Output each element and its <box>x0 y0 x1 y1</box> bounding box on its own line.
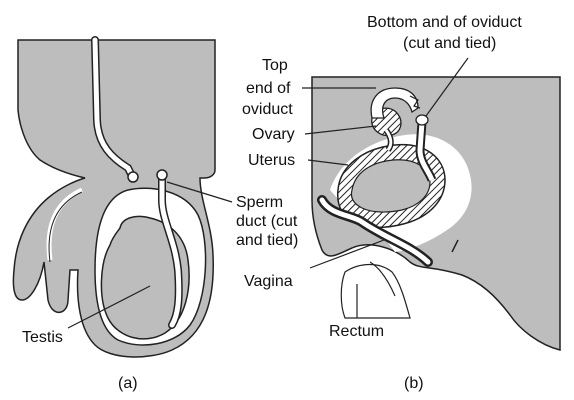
label-ovary: Ovary <box>252 126 295 143</box>
label-rectum: Rectum <box>329 323 384 340</box>
label-bottom-oviduct-line1: Bottom and of oviduct <box>367 14 522 31</box>
label-sperm-duct-line1: Sperm <box>236 194 283 211</box>
sperm-duct-cut-end-left <box>128 172 138 182</box>
caption-a: (a) <box>118 375 138 392</box>
label-vagina: Vagina <box>244 273 293 290</box>
label-top-oviduct-line2: end of <box>246 80 291 97</box>
label-sperm-duct-line3: and tied) <box>236 232 298 249</box>
label-uterus: Uterus <box>248 152 295 169</box>
sperm-duct-cut-end-right <box>157 170 167 180</box>
label-testis: Testis <box>22 329 63 346</box>
label-bottom-oviduct-line2: (cut and tied) <box>403 35 496 52</box>
panel-b: Bottom and of oviduct (cut and tied) Top… <box>242 14 560 392</box>
oviduct-cut-end <box>416 115 428 125</box>
caption-b: (b) <box>404 375 424 392</box>
label-sperm-duct-line2: duct (cut <box>236 213 298 230</box>
rectum <box>341 265 410 319</box>
label-top-oviduct-line3: oviduct <box>242 101 293 118</box>
label-top-oviduct-line1: Top <box>262 57 288 74</box>
